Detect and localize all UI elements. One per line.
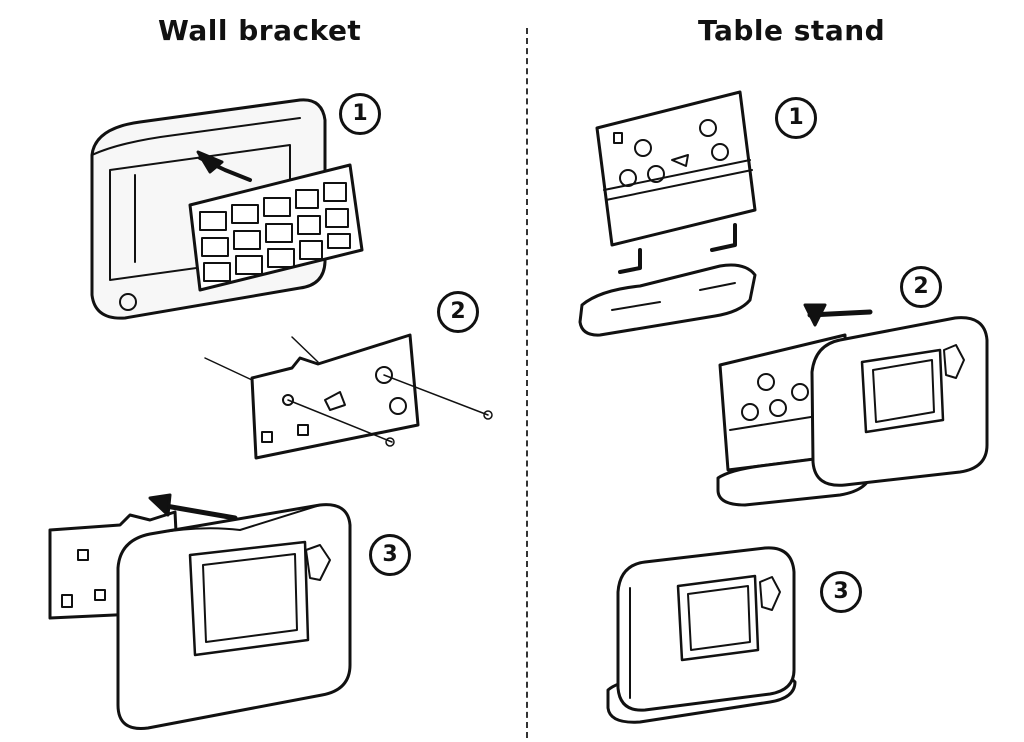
- table-step-2-badge: 2: [900, 266, 942, 308]
- wall-step3-illustration: [48, 493, 352, 731]
- section-divider: [526, 28, 528, 738]
- wall-step-1-badge: 1: [339, 93, 381, 135]
- wall-step1-illustration: [90, 98, 364, 320]
- wall-step-3-badge: 3: [369, 534, 411, 576]
- table-stand-title: Table stand: [698, 14, 886, 47]
- table-step3-illustration: [606, 546, 797, 724]
- wall-step2-illustration: [204, 333, 493, 460]
- table-step1-illustration: [578, 90, 757, 337]
- table-step2-illustration: [716, 303, 989, 507]
- wall-bracket-title: Wall bracket: [158, 14, 362, 47]
- wall-step-2-badge: 2: [437, 291, 479, 333]
- table-step-1-badge: 1: [775, 97, 817, 139]
- table-step-3-badge: 3: [820, 571, 862, 613]
